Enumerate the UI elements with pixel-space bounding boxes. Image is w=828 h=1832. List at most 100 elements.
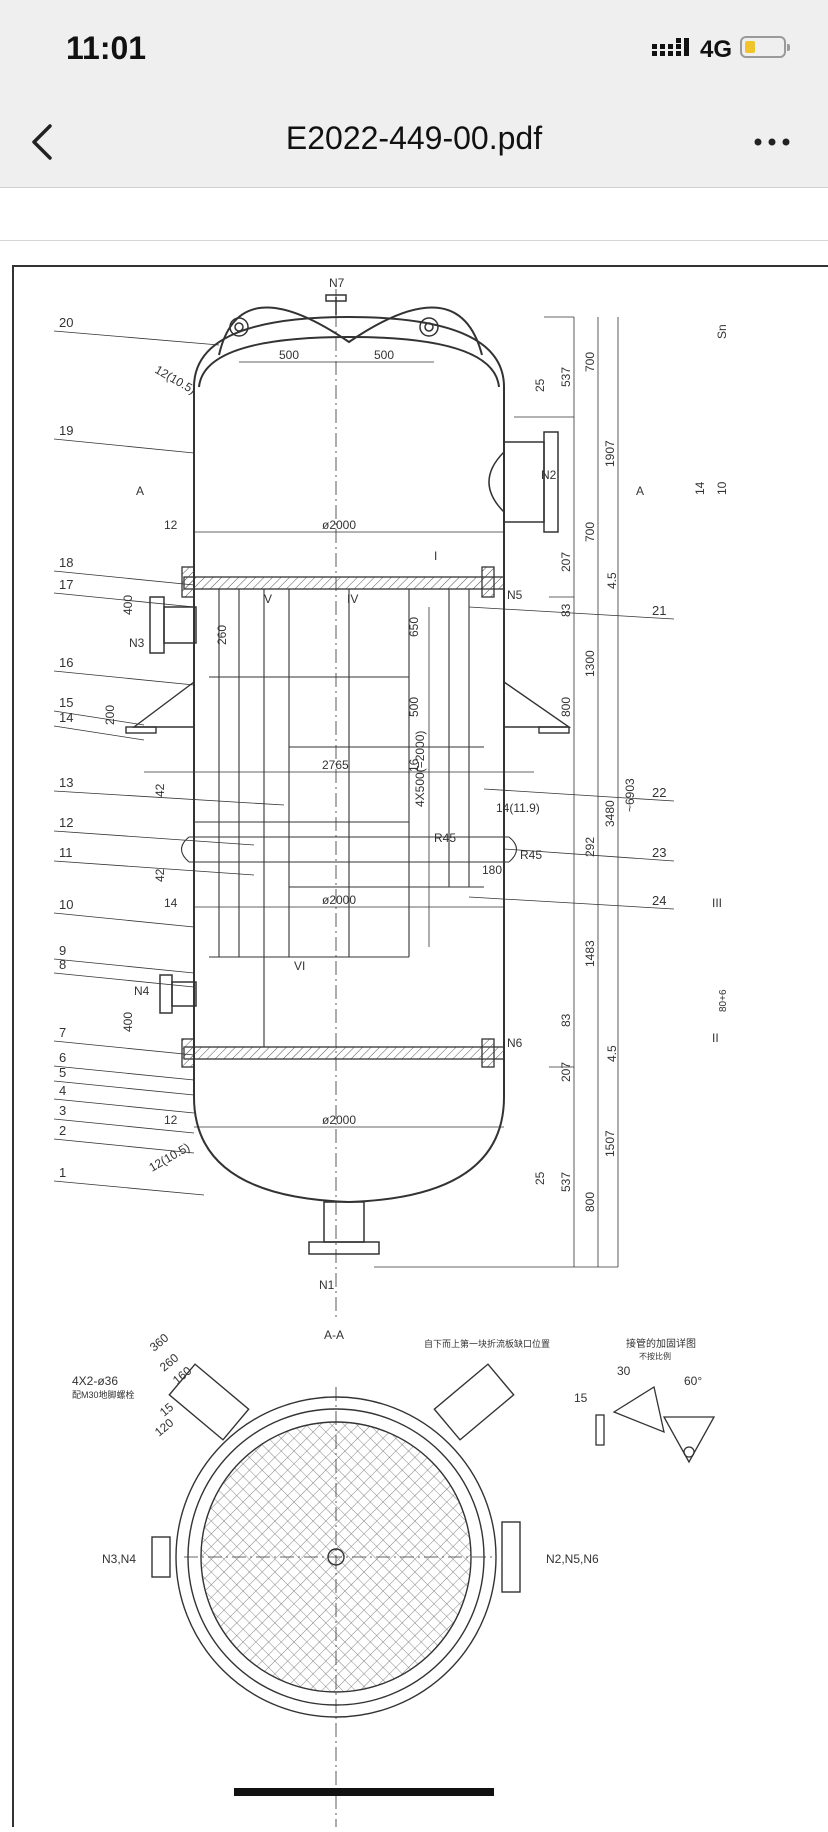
callout-leader-5 [53, 1080, 195, 1096]
weld-detail-subtitle: 不按比例 [639, 1351, 671, 1361]
dim-537-top: 537 [559, 367, 573, 387]
battery-tip [787, 44, 790, 51]
callout-9: 9 [59, 943, 66, 958]
dim-83-bottom: 83 [559, 1013, 573, 1027]
section-marker-left: A [136, 484, 144, 498]
dim-10-right: 10 [715, 481, 729, 495]
dim-pitch: 4X500(=2000) [413, 731, 427, 807]
callout-leader-11 [53, 860, 255, 876]
dim-500-right: 500 [374, 348, 394, 362]
callout-leader-21 [468, 606, 675, 620]
dim-15-detail: 15 [574, 1391, 588, 1405]
dim-dia-bottom: ø2000 [322, 1113, 356, 1127]
network-type: 4G [700, 36, 733, 63]
dim-180: 180 [482, 863, 502, 877]
callout-5: 5 [59, 1065, 66, 1080]
callout-leader-14 [53, 725, 145, 741]
callout-7: 7 [59, 1025, 66, 1040]
dim-260: 260 [215, 625, 229, 645]
dim-2765: 2765 [322, 758, 349, 772]
callout-8: 8 [59, 957, 66, 972]
callout-leader-6 [53, 1065, 195, 1081]
dim-16: 16 [407, 758, 421, 772]
dim-shell-top: 12(10.5) [153, 362, 199, 396]
callout-22: 22 [652, 785, 666, 800]
callout-17: 17 [59, 577, 73, 592]
nozzle-n6: N6 [507, 1036, 523, 1050]
nozzle-n1: N1 [319, 1278, 335, 1292]
dim-500: 500 [407, 697, 421, 717]
callout-2: 2 [59, 1123, 66, 1138]
callout-11: 11 [59, 845, 73, 860]
dim-4-5-bottom: 4.5 [605, 1045, 619, 1062]
callout-leader-3 [53, 1118, 195, 1134]
toolbar-strip [0, 188, 828, 241]
battery-icon [740, 36, 790, 58]
callout-leader-15 [53, 710, 145, 726]
callout-12: 12 [59, 815, 73, 830]
dim-207-top: 207 [559, 552, 573, 572]
dim-25-bottom: 25 [533, 1171, 547, 1185]
dim-dia-top: ø2000 [322, 518, 356, 532]
dim-42-top: 42 [153, 783, 167, 797]
dim-dia-mid: ø2000 [322, 893, 356, 907]
pdf-viewer[interactable]: N7 N2 N5 N3 N4 N6 N1 A A A-A I IV V VI 5… [0, 241, 828, 1827]
nav-bar: E2022-449-00.pdf [0, 96, 828, 188]
dim-12-bottom: 12 [164, 1113, 178, 1127]
callout-16: 16 [59, 655, 73, 670]
callout-24: 24 [652, 893, 666, 908]
dim-25-top: 25 [533, 378, 547, 392]
callout-leader-2 [53, 1138, 195, 1154]
section-a-a [151, 1363, 521, 1827]
callout-13: 13 [59, 775, 73, 790]
dim-1907: 1907 [603, 440, 617, 467]
weld-detail [595, 1385, 716, 1464]
callout-1: 1 [59, 1165, 66, 1180]
dim-3480: 3480 [603, 800, 617, 827]
sn-label: Sn [715, 324, 729, 339]
callout-leader-8 [53, 972, 195, 988]
dim-1483: 1483 [583, 940, 597, 967]
detail-iv: IV [347, 592, 358, 606]
callout-20: 20 [59, 315, 73, 330]
dim-700-mid: 700 [583, 522, 597, 542]
tubesheets [181, 566, 505, 1068]
callout-leader-20 [53, 330, 220, 346]
callout-6: 6 [59, 1050, 66, 1065]
engineering-drawing: N7 N2 N5 N3 N4 N6 N1 A A A-A I IV V VI 5… [53, 276, 729, 1827]
callout-leader-22 [483, 788, 675, 802]
callout-leader-7 [53, 1040, 195, 1056]
dim-650: 650 [407, 617, 421, 637]
chevron-left-icon[interactable] [24, 120, 64, 164]
nozzle-n7: N7 [329, 276, 345, 290]
nozzle-n4: N4 [134, 984, 150, 998]
dim-shell-bottom: 12(10.5) [147, 1140, 193, 1174]
dim-4-5-top: 4.5 [605, 572, 619, 589]
detail-vi: VI [294, 959, 305, 973]
section-marker-right: A [636, 484, 644, 498]
callout-18: 18 [59, 555, 73, 570]
dim-14-right: 14 [693, 481, 707, 495]
callout-leader-13 [53, 790, 285, 806]
nozzle-n3: N3 [129, 636, 145, 650]
ellipsis-icon[interactable] [752, 122, 792, 162]
callout-leader-18 [53, 570, 195, 586]
dim-207-bottom: 207 [559, 1062, 573, 1082]
section-title: A-A [324, 1328, 344, 1342]
nozzles [149, 294, 559, 1255]
status-bar: 11:01 4G [0, 0, 828, 96]
dim-537-bottom: 537 [559, 1172, 573, 1192]
dim-800-bottom: 800 [583, 1192, 597, 1212]
detail-i: I [434, 549, 437, 563]
callout-leader-1 [53, 1180, 205, 1196]
lifting-lugs [229, 317, 439, 337]
callout-4: 4 [59, 1083, 66, 1098]
weld-detail-title: 接管的加固详图 [626, 1337, 696, 1350]
roman-ii: II [712, 1031, 719, 1045]
callout-leader-19 [53, 438, 195, 454]
callout-leader-23 [503, 848, 675, 862]
nozzle-n2: N2 [541, 468, 557, 482]
callout-leader-9 [53, 958, 195, 974]
document-title: E2022-449-00.pdf [285, 120, 543, 156]
right-callout-lines [468, 606, 675, 910]
